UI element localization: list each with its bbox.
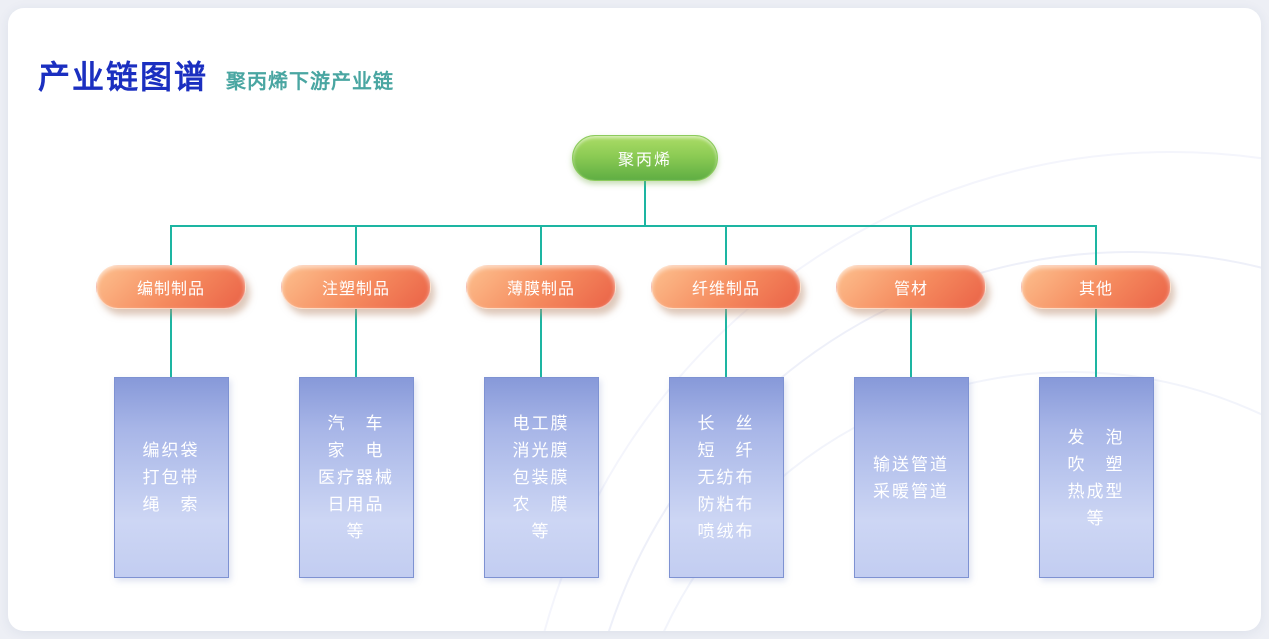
header: 产业链图谱 聚丙烯下游产业链 <box>38 52 394 98</box>
page-subtitle: 聚丙烯下游产业链 <box>226 71 395 93</box>
branch-pill-label: 纤维制品 <box>691 281 760 298</box>
branch-pill-label: 注塑制品 <box>321 281 390 298</box>
branch-box-woven: 编织袋 打包带 绳 索 <box>113 377 229 578</box>
branch-box-injection: 汽 车 家 电 医疗器械 日用品 等 <box>298 377 414 578</box>
branch-box-cell: 发 泡 吹 塑 热成型 等 <box>1021 377 1171 578</box>
branch-pill-pipe: 管材 <box>836 265 986 309</box>
branch-pill-label: 薄膜制品 <box>506 281 575 298</box>
root-node: 聚丙烯 <box>572 135 718 181</box>
branch-box-cell: 电工膜 消光膜 包装膜 农 膜 等 <box>466 377 616 578</box>
branch-pill-label: 其他 <box>1078 281 1113 298</box>
branch-box-text: 输送管道 采暖管道 <box>873 454 949 501</box>
branch-pill-row: 编制制品 注塑制品 薄膜制品 纤维制品 管材 其他 <box>96 265 1171 309</box>
branch-box-film: 电工膜 消光膜 包装膜 农 膜 等 <box>483 377 599 578</box>
branch-pill-label: 管材 <box>893 281 928 298</box>
branch-box-text: 长 丝 短 纤 无纺布 防粘布 喷绒布 <box>697 414 755 541</box>
branch-pill-film: 薄膜制品 <box>466 265 616 309</box>
leaf-box-row: 编织袋 打包带 绳 索 汽 车 家 电 医疗器械 日用品 等 电工膜 消光膜 包… <box>96 377 1171 578</box>
branch-box-fiber: 长 丝 短 纤 无纺布 防粘布 喷绒布 <box>668 377 784 578</box>
branch-box-text: 汽 车 家 电 医疗器械 日用品 等 <box>318 414 394 541</box>
branch-box-pipe: 输送管道 采暖管道 <box>853 377 969 578</box>
branch-pill-label: 编制制品 <box>136 281 205 298</box>
branch-box-text: 发 泡 吹 塑 热成型 等 <box>1067 427 1125 528</box>
branch-pill-fiber: 纤维制品 <box>651 265 801 309</box>
branch-box-cell: 汽 车 家 电 医疗器械 日用品 等 <box>281 377 431 578</box>
branch-pill-other: 其他 <box>1021 265 1171 309</box>
branch-pill-injection: 注塑制品 <box>281 265 431 309</box>
branch-box-text: 电工膜 消光膜 包装膜 农 膜 等 <box>512 414 570 541</box>
root-node-label: 聚丙烯 <box>617 152 672 169</box>
branch-box-cell: 长 丝 短 纤 无纺布 防粘布 喷绒布 <box>651 377 801 578</box>
branch-box-text: 编织袋 打包带 绳 索 <box>142 441 200 514</box>
branch-box-cell: 编织袋 打包带 绳 索 <box>96 377 246 578</box>
page-title: 产业链图谱 <box>38 59 209 95</box>
branch-box-cell: 输送管道 采暖管道 <box>836 377 986 578</box>
branch-box-other: 发 泡 吹 塑 热成型 等 <box>1038 377 1154 578</box>
branch-pill-woven: 编制制品 <box>96 265 246 309</box>
